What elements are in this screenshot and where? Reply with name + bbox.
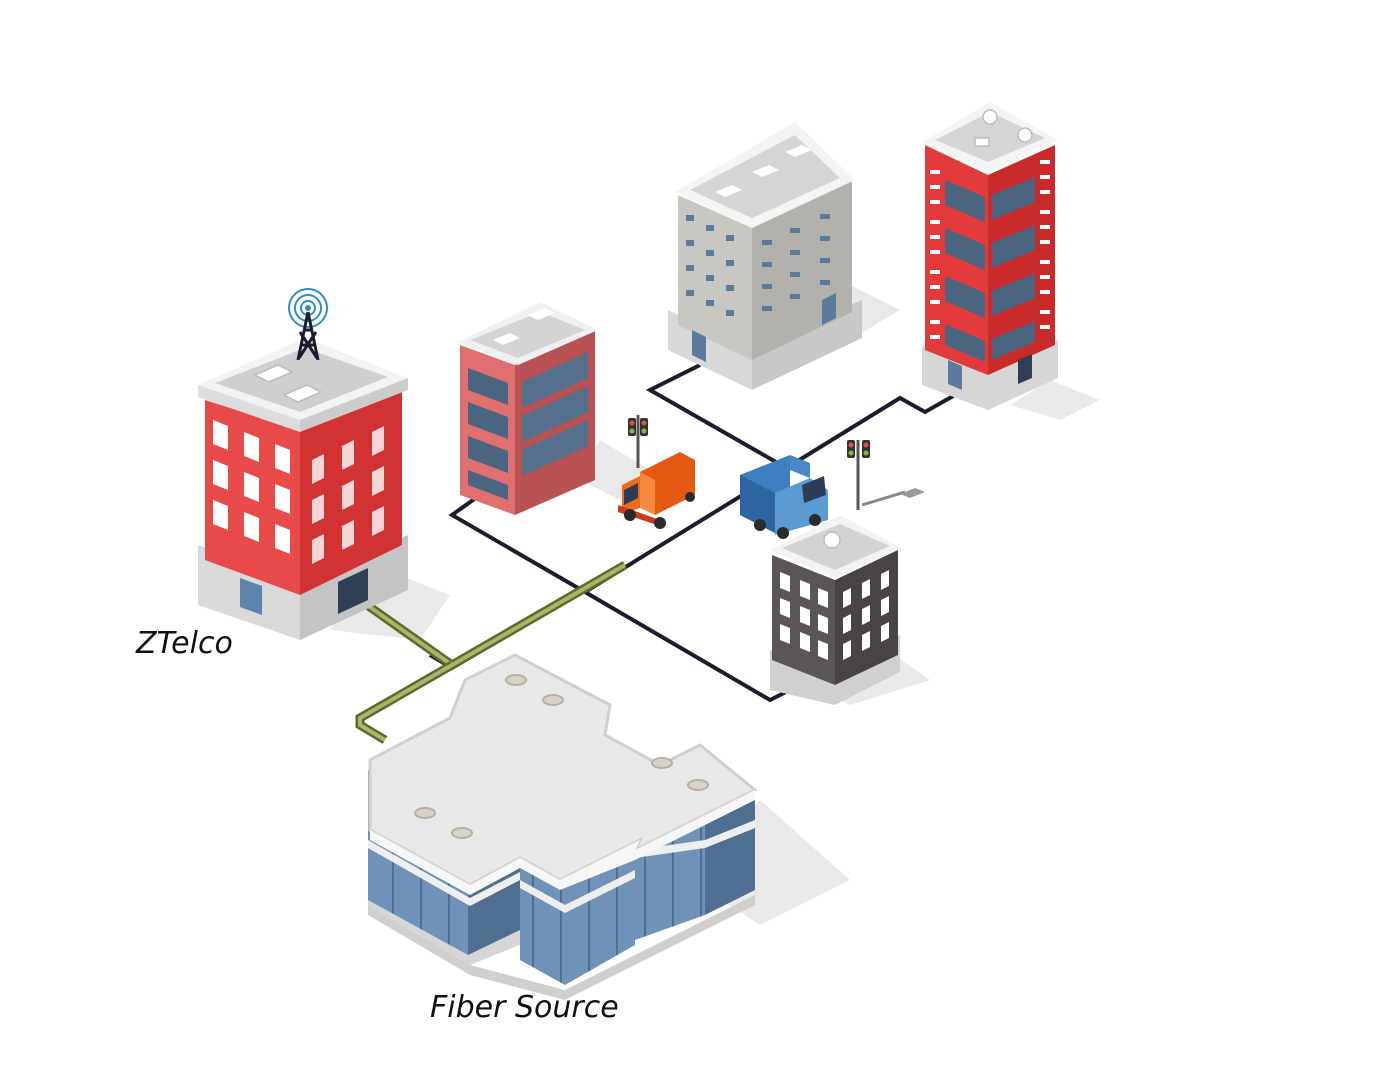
red-tower-glass bbox=[945, 177, 1035, 362]
red-tower-windows-left bbox=[930, 170, 940, 339]
traffic-light-icon bbox=[628, 415, 648, 468]
ztelco-label: ZTelco bbox=[136, 626, 233, 661]
ztelco-roof-units bbox=[253, 364, 323, 403]
fiber-source-building bbox=[368, 653, 758, 1000]
red-tower-fans bbox=[974, 109, 1033, 147]
street-lamp-icon bbox=[861, 488, 925, 507]
cell-tower-icon bbox=[288, 288, 328, 361]
ztelco-building bbox=[198, 288, 408, 640]
red-tower-building bbox=[922, 102, 1058, 410]
blue-van bbox=[740, 455, 828, 539]
dark-windows-left bbox=[780, 572, 828, 660]
grey-building bbox=[668, 122, 862, 390]
cable-pink-building bbox=[448, 493, 587, 594]
dark-grey-building bbox=[770, 515, 902, 705]
fiber-source-label: Fiber Source bbox=[430, 990, 619, 1025]
pink-building bbox=[458, 302, 598, 515]
cable-grey-building bbox=[645, 363, 791, 472]
grey-windows-right bbox=[762, 214, 830, 311]
orange-van bbox=[618, 452, 695, 529]
grey-windows-left bbox=[686, 215, 734, 316]
cable-trunk bbox=[583, 590, 801, 703]
roof-vents bbox=[414, 674, 709, 839]
dark-windows-right bbox=[843, 570, 889, 660]
red-tower-windows-right bbox=[1040, 160, 1050, 329]
fiber-cable bbox=[355, 561, 628, 744]
ztelco-windows-left bbox=[213, 420, 290, 554]
traffic-light-icon bbox=[847, 440, 870, 510]
ztelco-windows-right bbox=[312, 426, 384, 564]
